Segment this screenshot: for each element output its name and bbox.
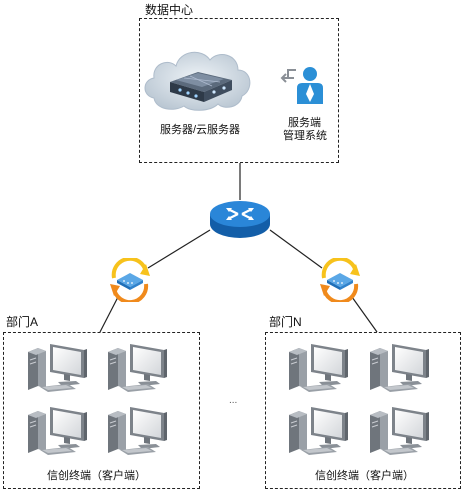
mgmt-label-line2: 管理系统 (283, 130, 327, 142)
ellipsis: ... (229, 395, 238, 406)
department-a-box (3, 332, 200, 489)
department-n-title: 部门N (269, 315, 302, 329)
department-a-title: 部门A (6, 315, 39, 329)
desktop-pc-icon (368, 340, 432, 394)
mgmt-label-line1: 服务端 (288, 117, 321, 129)
sync-switch-icon (320, 258, 360, 302)
server-label: 服务器/云服务器 (160, 124, 241, 136)
desktop-pc-icon (368, 403, 432, 457)
desktop-pc-icon (287, 403, 351, 457)
desktop-pc-icon (287, 340, 351, 394)
desktop-pc-icon (106, 340, 170, 394)
datacenter-title: 数据中心 (145, 3, 194, 17)
desktop-pc-icon (26, 403, 90, 457)
router-icon (210, 201, 270, 238)
cloud-server-icon (144, 51, 251, 111)
sync-switch-icon (110, 258, 150, 302)
desktop-pc-icon (26, 340, 90, 394)
datacenter-box (139, 18, 339, 163)
admin-user-icon (280, 67, 323, 104)
department-a-client-label: 信创终端（客户端） (47, 470, 146, 482)
desktop-pc-icon (106, 403, 170, 457)
department-n-client-label: 信创终端（客户端） (315, 470, 414, 482)
department-n-box (265, 332, 461, 489)
